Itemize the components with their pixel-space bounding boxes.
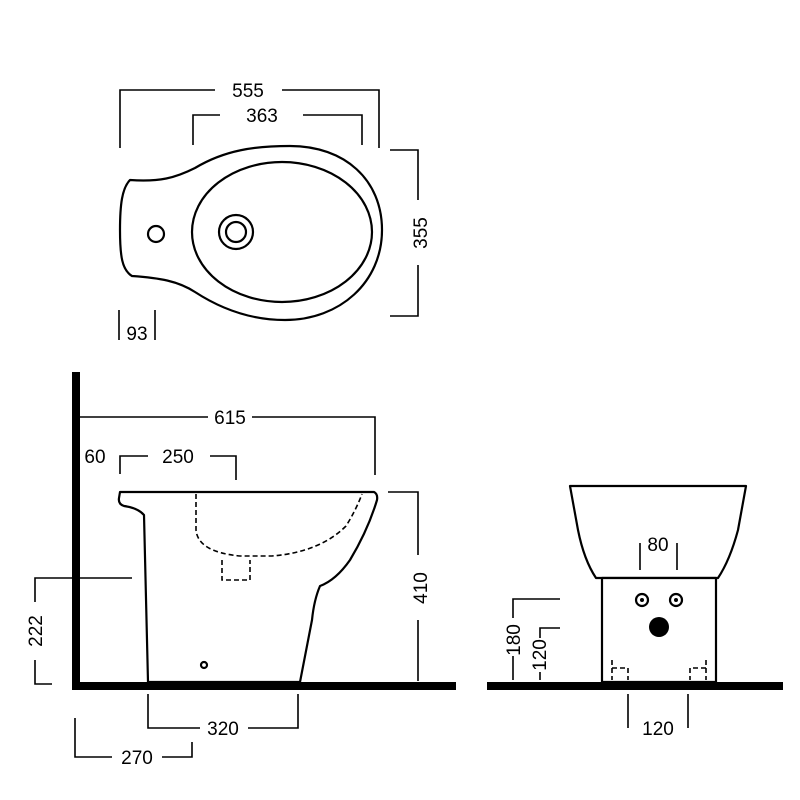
dim-line-120-vertical bbox=[539, 627, 560, 680]
dim-label-93: 93 bbox=[126, 324, 147, 345]
dim-label-60: 60 bbox=[84, 447, 105, 468]
bowl-rim bbox=[190, 160, 374, 304]
dim-line-555 bbox=[119, 89, 380, 148]
bowl-hidden-line bbox=[195, 493, 363, 557]
fixing-hole-left-inner bbox=[640, 598, 644, 602]
dim-label-270: 270 bbox=[121, 748, 153, 769]
dim-label-410: 410 bbox=[411, 572, 432, 604]
drain-outer bbox=[217, 213, 255, 251]
dim-label-615: 615 bbox=[214, 408, 246, 429]
dim-label-120-horizontal: 120 bbox=[642, 719, 674, 740]
bidet-top-outline bbox=[118, 144, 384, 322]
tap-hole bbox=[146, 224, 166, 244]
dim-label-555: 555 bbox=[232, 81, 264, 102]
dim-line-180 bbox=[512, 598, 560, 680]
dim-line-93 bbox=[118, 310, 156, 340]
side-view: 615 60 250 410 222 320 270 bbox=[26, 372, 456, 769]
dim-label-363: 363 bbox=[246, 106, 278, 127]
side-drain-dot bbox=[199, 660, 209, 670]
dim-label-120-vertical: 120 bbox=[530, 639, 551, 671]
foot-bracket-left bbox=[611, 660, 629, 680]
fixing-hole-left bbox=[634, 592, 650, 608]
dim-label-320: 320 bbox=[207, 719, 239, 740]
dim-line-320 bbox=[147, 694, 299, 729]
dim-line-615 bbox=[80, 416, 376, 475]
bidet-front-bowl bbox=[568, 484, 748, 580]
dim-line-270 bbox=[74, 718, 193, 758]
bidet-side-outline bbox=[117, 490, 379, 684]
dim-line-363 bbox=[192, 114, 363, 145]
front-view: 80 180 120 120 bbox=[487, 484, 783, 740]
top-view: 555 363 355 93 bbox=[118, 81, 432, 345]
foot-bracket-right bbox=[689, 660, 707, 680]
dim-line-80 bbox=[639, 543, 678, 570]
floor-side bbox=[72, 682, 456, 690]
dim-label-250: 250 bbox=[162, 447, 194, 468]
dim-line-120-horizontal bbox=[627, 694, 689, 728]
dim-line-410 bbox=[388, 491, 419, 681]
dim-label-222: 222 bbox=[26, 615, 47, 647]
dim-label-80: 80 bbox=[647, 535, 668, 556]
fixing-hole-right bbox=[668, 592, 684, 608]
dim-line-355 bbox=[390, 149, 419, 317]
outlet-hidden bbox=[221, 560, 251, 581]
dim-line-250 bbox=[119, 455, 237, 480]
waste-outlet bbox=[649, 617, 669, 637]
floor-front bbox=[487, 682, 783, 690]
dim-line-222 bbox=[34, 577, 132, 685]
wall bbox=[72, 372, 80, 690]
fixing-hole-right-inner bbox=[674, 598, 678, 602]
dim-label-355: 355 bbox=[411, 217, 432, 249]
dim-label-180: 180 bbox=[504, 624, 525, 656]
drain-inner bbox=[224, 220, 248, 244]
